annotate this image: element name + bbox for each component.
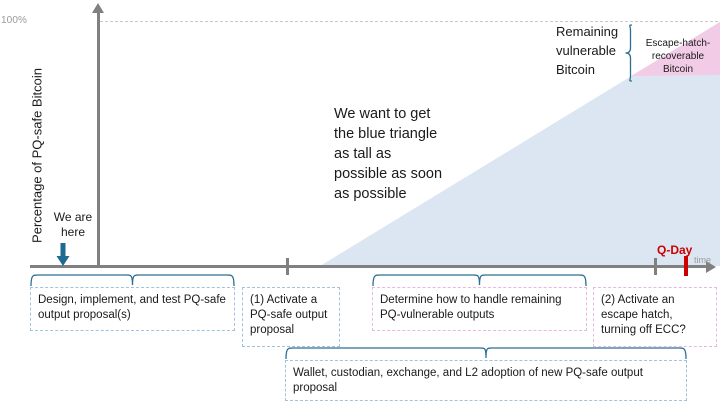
- y-axis-line: [97, 12, 100, 268]
- box-wallet-custodian-exchange-adoption[interactable]: Wallet, custodian, exchange, and L2 adop…: [285, 360, 687, 401]
- determine-phase-brace-icon: [372, 274, 587, 287]
- x-axis-title: time: [694, 255, 712, 265]
- design-phase-brace-icon: [30, 274, 235, 287]
- gridline-100-percent: [100, 21, 718, 22]
- escape-hatch-recoverable-label: Escape-hatch- recoverable Bitcoin: [645, 38, 711, 75]
- x-tick-proposal-activation: [286, 258, 289, 275]
- box-determine-remaining-pq-vulnerable[interactable]: Determine how to handle remaining PQ-vul…: [372, 287, 587, 331]
- x-tick-qday: [684, 256, 688, 276]
- remaining-vulnerable-bitcoin-label: Remaining vulnerable Bitcoin: [556, 24, 619, 77]
- qday-label: Q-Day: [657, 243, 693, 257]
- y-axis-max-tick-label: 100%: [1, 15, 27, 26]
- we-are-here-label: We are here: [38, 210, 108, 240]
- box-design-implement-test[interactable]: Design, implement, and test PQ-safe outp…: [30, 287, 235, 331]
- box-activate-escape-hatch[interactable]: (2) Activate an escape hatch, turning of…: [593, 287, 717, 347]
- box-activate-pq-safe-output-proposal[interactable]: (1) Activate a PQ-safe output proposal: [242, 287, 340, 347]
- adoption-phase-brace-icon: [285, 347, 687, 360]
- blue-triangle-goal-note: We want to get the blue triangle as tall…: [334, 106, 443, 202]
- we-are-here-arrow-icon: [56, 243, 70, 266]
- y-axis-arrow-icon: [92, 3, 104, 13]
- x-tick-escape-hatch: [654, 258, 657, 275]
- we-are-here-text: We are here: [53, 210, 93, 239]
- x-axis-line: [30, 265, 708, 268]
- remaining-vulnerable-brace-icon: [625, 24, 633, 82]
- x-axis-arrow-icon: [706, 261, 716, 273]
